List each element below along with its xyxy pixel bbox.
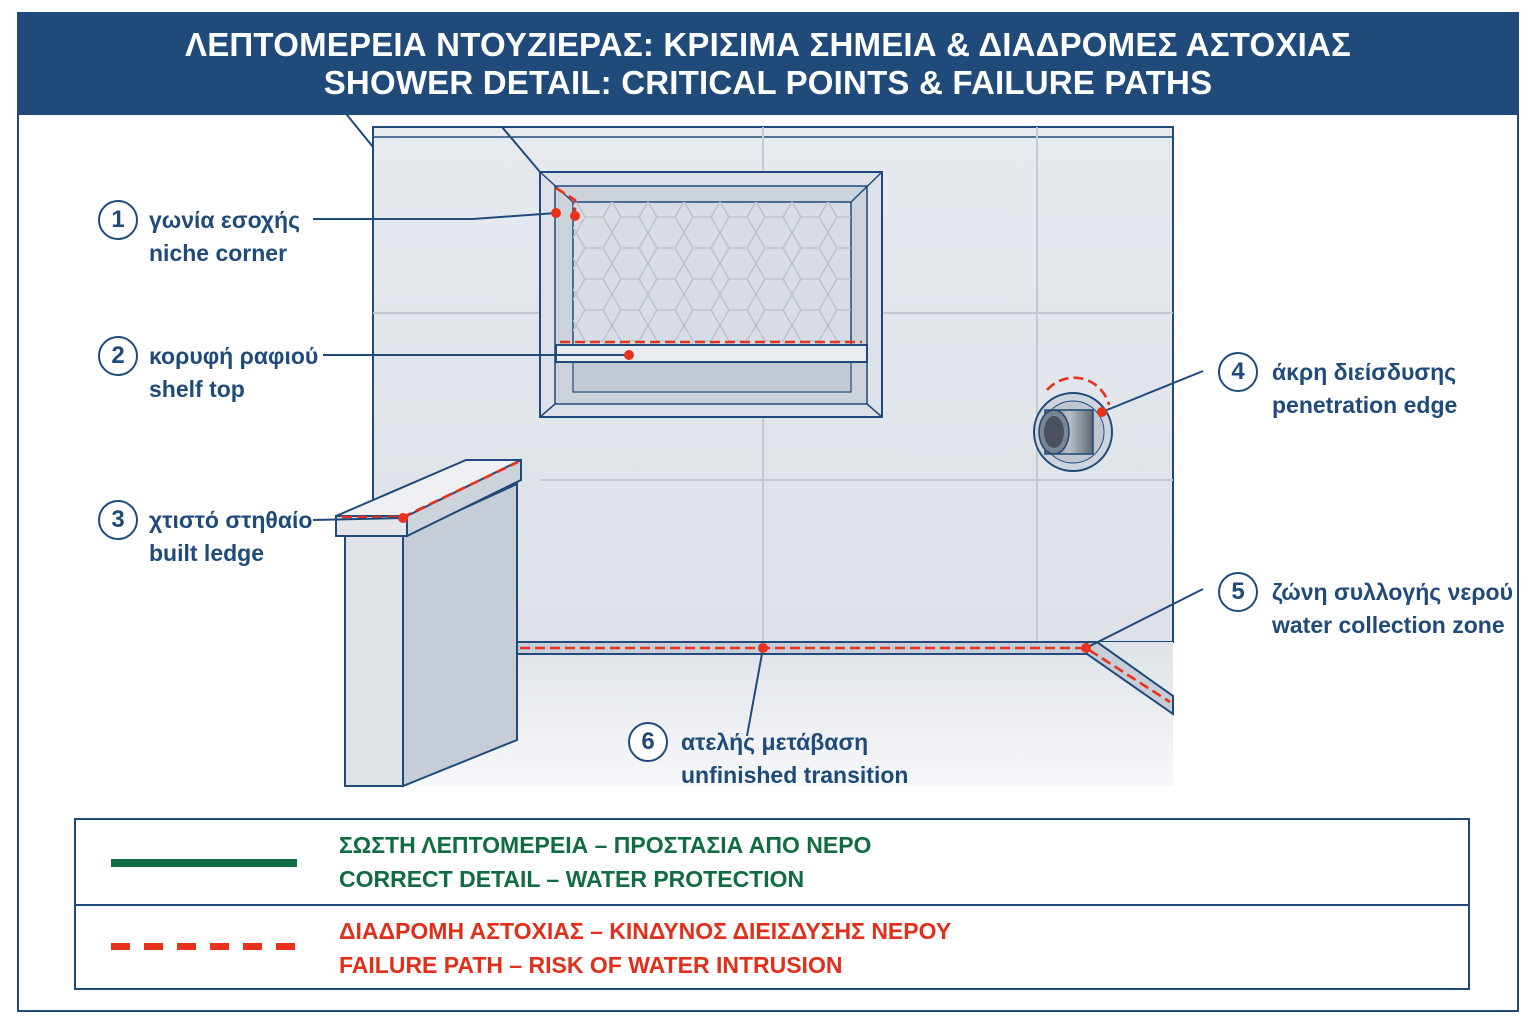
- legend-correct-english: CORRECT DETAIL – WATER PROTECTION: [339, 866, 805, 892]
- callout-2-english: shelf top: [149, 376, 245, 402]
- pipe-penetration: [1033, 392, 1113, 472]
- leader-6: [746, 647, 764, 737]
- leader-frame-niche: [501, 126, 541, 173]
- callout-number-3: 3: [98, 500, 138, 540]
- leader-3: [312, 517, 404, 521]
- title-english: SHOWER DETAIL: CRITICAL POINTS & FAILURE…: [323, 64, 1213, 101]
- legend-failure-english: FAILURE PATH – RISK OF WATER INTRUSION: [339, 952, 843, 978]
- callout-4-english: penetration edge: [1272, 392, 1458, 418]
- legend-failure-greek: ΔΙΑΔΡΟΜΗ ΑΣΤΟΧΙΑΣ – ΚΙΝΔΥΝΟΣ ΔΙΕΙΣΔΥΣΗΣ …: [339, 918, 952, 944]
- legend-text-failure: ΔΙΑΔΡΟΜΗ ΑΣΤΟΧΙΑΣ – ΚΙΝΔΥΝΟΣ ΔΙΕΙΣΔΥΣΗΣ …: [339, 914, 951, 982]
- callout-5-greek: ζώνη συλλογής νερού: [1272, 579, 1513, 605]
- callout-2-label: κορυφή ραφιού shelf top: [149, 340, 318, 406]
- point-3: [398, 513, 408, 523]
- point-4: [1097, 407, 1107, 417]
- callout-3-english: built ledge: [149, 540, 264, 566]
- niche-shelf: [555, 344, 868, 363]
- callout-1-label: γωνία εσοχής niche corner: [149, 204, 300, 270]
- callout-4-label: άκρη διείσδυσης penetration edge: [1272, 356, 1457, 422]
- legend-swatch-correct: [111, 859, 297, 867]
- callout-1-greek: γωνία εσοχής: [149, 207, 301, 233]
- failure-path-seam: [520, 646, 1171, 704]
- callout-6-label: ατελής μετάβαση unfinished transition: [681, 726, 908, 792]
- built-ledge: [335, 458, 522, 788]
- callout-number-2: 2: [98, 336, 138, 376]
- shower-floor: [345, 642, 1173, 786]
- point-5: [1081, 643, 1091, 653]
- leader-4: [1101, 370, 1204, 413]
- callout-4-greek: άκρη διείσδυσης: [1272, 359, 1457, 385]
- leader-frame-left: [342, 109, 374, 148]
- callout-2-greek: κορυφή ραφιού: [149, 343, 319, 369]
- failure-path-niche-corner: [555, 186, 577, 216]
- wall-niche: [539, 171, 883, 418]
- point-1a: [551, 208, 561, 218]
- critical-points: [398, 208, 1107, 653]
- leader-lines: [312, 109, 1204, 737]
- callout-6-greek: ατελής μετάβαση: [681, 729, 869, 755]
- point-2: [624, 350, 634, 360]
- callout-6-english: unfinished transition: [681, 762, 909, 788]
- leader-5: [1085, 588, 1204, 649]
- title-greek: ΛΕΠΤΟΜΕΡΕΙΑ ΝΤΟΥΖΙΕΡΑΣ: ΚΡΙΣΙΜΑ ΣΗΜΕΙΑ &…: [184, 26, 1351, 63]
- legend-text-correct: ΣΩΣΤΗ ΛΕΠΤΟΜΕΡΕΙΑ – ΠΡΟΣΤΑΣΙΑ ΑΠΟ ΝΕΡΟ C…: [339, 828, 871, 896]
- header-banner: ΛΕΠΤΟΜΕΡΕΙΑ ΝΤΟΥΖΙΕΡΑΣ: ΚΡΙΣΙΜΑ ΣΗΜΕΙΑ &…: [17, 12, 1519, 115]
- legend-row-failure: ΔΙΑΔΡΟΜΗ ΑΣΤΟΧΙΑΣ – ΚΙΝΔΥΝΟΣ ΔΙΕΙΣΔΥΣΗΣ …: [76, 906, 1468, 990]
- legend-correct-greek: ΣΩΣΤΗ ΛΕΠΤΟΜΕΡΕΙΑ – ΠΡΟΣΤΑΣΙΑ ΑΠΟ ΝΕΡΟ: [339, 832, 872, 858]
- callout-number-4: 4: [1218, 352, 1258, 392]
- point-1b: [570, 211, 580, 221]
- callout-5-label: ζώνη συλλογής νερού water collection zon…: [1272, 576, 1513, 642]
- legend: ΣΩΣΤΗ ΛΕΠΤΟΜΕΡΕΙΑ – ΠΡΟΣΤΑΣΙΑ ΑΠΟ ΝΕΡΟ C…: [74, 818, 1470, 990]
- callout-3-greek: χτιστό στηθαίο: [149, 507, 313, 533]
- leader-1: [313, 212, 557, 220]
- failure-path-penetration: [1046, 376, 1111, 406]
- legend-row-correct: ΣΩΣΤΗ ΛΕΠΤΟΜΕΡΕΙΑ – ΠΡΟΣΤΑΣΙΑ ΑΠΟ ΝΕΡΟ C…: [76, 820, 1468, 906]
- callout-number-6: 6: [628, 722, 668, 762]
- callout-5-english: water collection zone: [1272, 612, 1505, 638]
- callout-1-english: niche corner: [149, 240, 288, 266]
- callout-number-1: 1: [98, 200, 138, 240]
- callout-3-label: χτιστό στηθαίο built ledge: [149, 504, 312, 570]
- callout-number-5: 5: [1218, 572, 1258, 612]
- legend-swatch-failure: [111, 943, 297, 950]
- point-6: [758, 643, 768, 653]
